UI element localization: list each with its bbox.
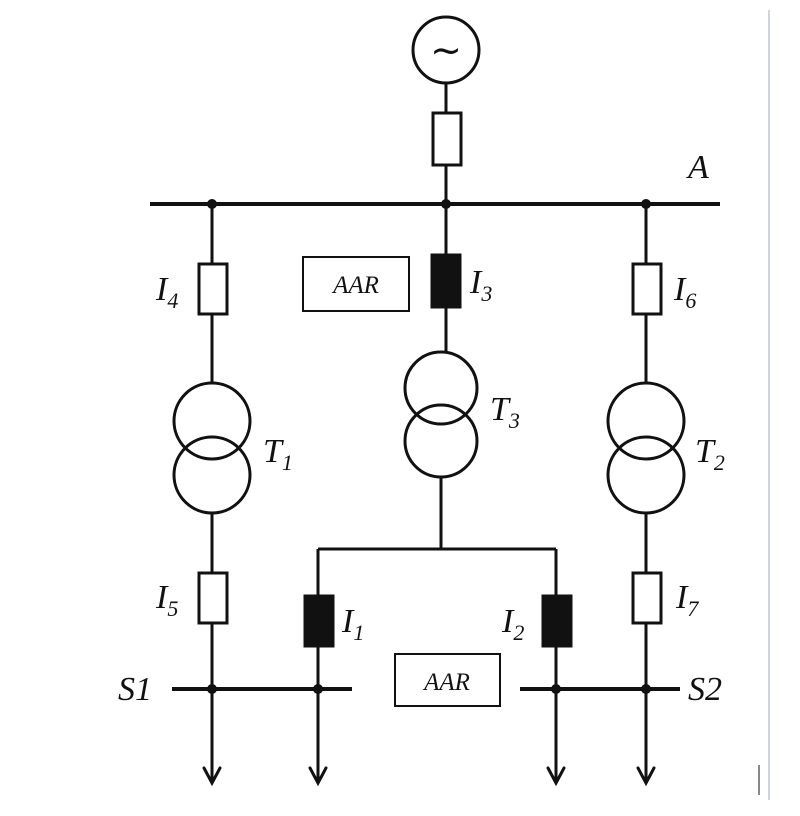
- transformer-t3-label: T3: [490, 391, 520, 433]
- breaker-i6: [631, 262, 663, 316]
- aar-bottom-label: AAR: [422, 669, 470, 696]
- generator-symbol: ~: [430, 28, 462, 72]
- transformer-t1-primary: [172, 381, 252, 461]
- aar-top-box: [302, 256, 410, 312]
- breaker-generator: [431, 111, 463, 167]
- transformer-t3-primary: [403, 350, 479, 426]
- transformer-t2-primary: [606, 381, 686, 461]
- breaker-i7-label: I7: [675, 579, 699, 621]
- breaker-i5-label: I5: [155, 579, 178, 621]
- bus-s2-label: S2: [688, 671, 722, 708]
- junction-dot: [313, 684, 323, 694]
- load-arrow-icon: [636, 766, 656, 787]
- load-arrow-icon: [308, 766, 328, 787]
- aar-top-label: AAR: [331, 272, 379, 299]
- breaker-i2-label: I2: [501, 603, 524, 645]
- transformer-t2-label: T2: [695, 433, 725, 475]
- breaker-i4-label: I4: [155, 271, 178, 313]
- breaker-i5: [197, 571, 229, 625]
- junction-dot: [207, 684, 217, 694]
- junction-dot: [207, 199, 217, 209]
- transformer-t3-secondary: [403, 403, 479, 479]
- breaker-i2: [541, 594, 573, 648]
- breaker-i1: [303, 594, 335, 648]
- breaker-i7: [631, 571, 663, 625]
- bus-a-label: A: [686, 149, 709, 186]
- junction-dot: [441, 199, 451, 209]
- junction-dot: [641, 684, 651, 694]
- breaker-i6-label: I6: [673, 271, 696, 313]
- bus-s1-label: S1: [118, 671, 152, 708]
- breaker-i3: [430, 253, 462, 309]
- breaker-i3-label: I3: [469, 264, 492, 306]
- transformer-t1-secondary: [172, 435, 252, 515]
- transformer-t2-secondary: [606, 435, 686, 515]
- aar-bottom-box: [394, 653, 501, 707]
- junction-dot: [551, 684, 561, 694]
- load-arrow-icon: [202, 766, 222, 787]
- junction-dot: [641, 199, 651, 209]
- load-arrow-icon: [546, 766, 566, 787]
- transformer-t1-label: T1: [263, 433, 293, 475]
- breaker-i1-label: I1: [341, 603, 364, 645]
- breaker-i4: [197, 262, 229, 316]
